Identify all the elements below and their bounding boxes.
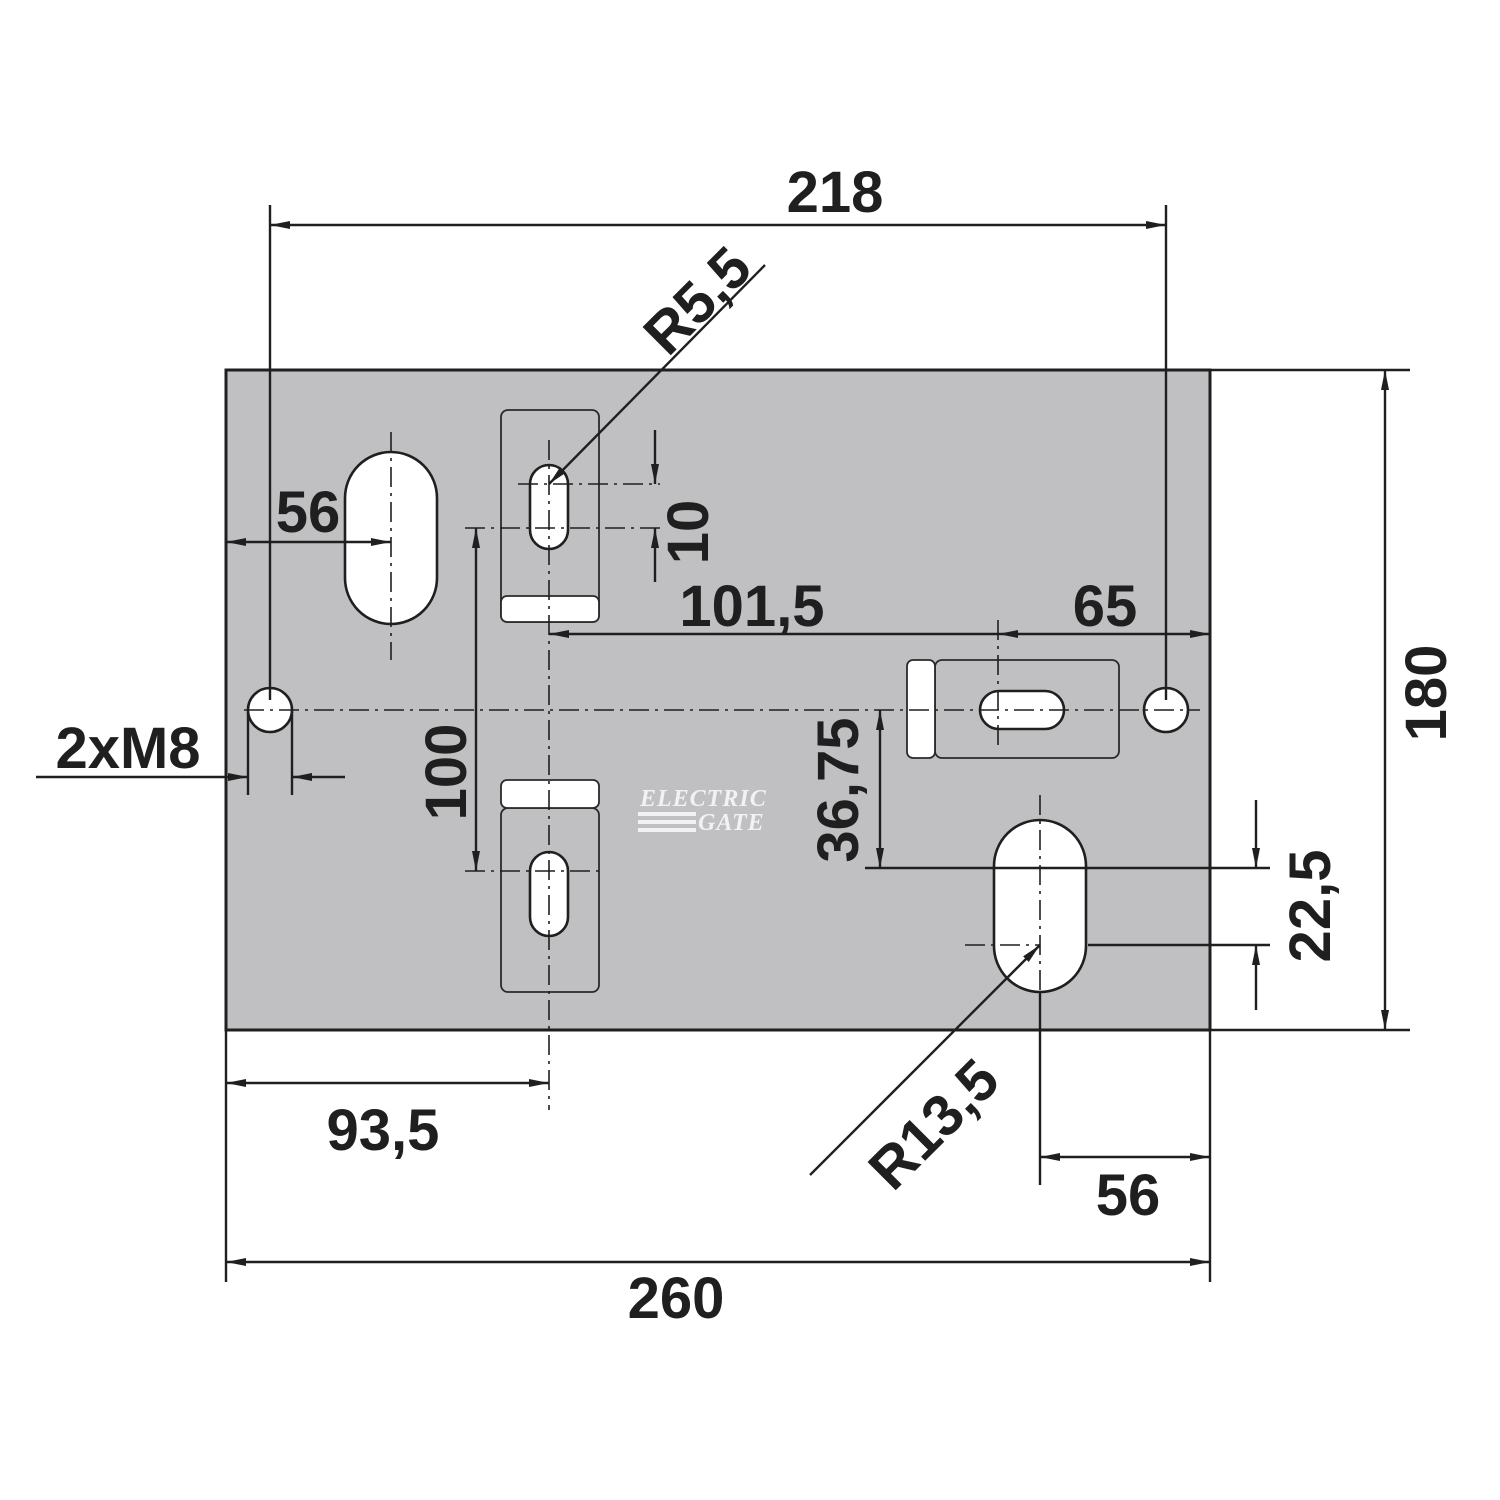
dim-65: 65 xyxy=(998,574,1210,639)
dim-10-label: 10 xyxy=(656,500,721,565)
dim-180: 180 xyxy=(1210,368,1459,1032)
dim-22-5-label: 22,5 xyxy=(1278,850,1343,963)
logo-line-1: ELECTRIC xyxy=(639,786,767,812)
dim-93-5-label: 93,5 xyxy=(327,1098,440,1163)
dim-56-left: 56 xyxy=(226,480,391,546)
dim-56-left-label: 56 xyxy=(276,480,341,545)
dim-260-label: 260 xyxy=(628,1266,725,1331)
dim-100: 100 xyxy=(414,528,480,871)
dim-2xm8-label: 2xM8 xyxy=(55,716,200,781)
dim-180-label: 180 xyxy=(1394,645,1459,742)
logo-line-2: GATE xyxy=(698,810,765,836)
dim-93-5: 93,5 xyxy=(224,1030,549,1282)
dim-101-5-label: 101,5 xyxy=(679,574,824,639)
dim-r5-5-label: R5,5 xyxy=(631,235,764,368)
dim-56-bottom-label: 56 xyxy=(1096,1163,1161,1228)
dim-36-75-label: 36,75 xyxy=(806,717,871,862)
electric-gate-logo: ELECTRIC GATE xyxy=(638,786,767,836)
dim-260: 260 xyxy=(226,1258,1210,1331)
dim-65-label: 65 xyxy=(1073,574,1138,639)
dim-36-75: 36,75 xyxy=(806,710,1270,870)
dim-2xm8: 2xM8 xyxy=(36,712,345,795)
dim-r13-5-label: R13,5 xyxy=(856,1047,1011,1202)
dim-218-label: 218 xyxy=(787,160,884,225)
dim-56-bottom: 56 xyxy=(1038,992,1212,1282)
dim-10: 10 xyxy=(651,430,721,582)
dim-22-5: 22,5 xyxy=(1088,800,1343,1010)
dim-218: 218 xyxy=(268,160,1168,700)
dim-100-label: 100 xyxy=(414,724,479,821)
dim-101-5: 101,5 xyxy=(549,574,998,639)
